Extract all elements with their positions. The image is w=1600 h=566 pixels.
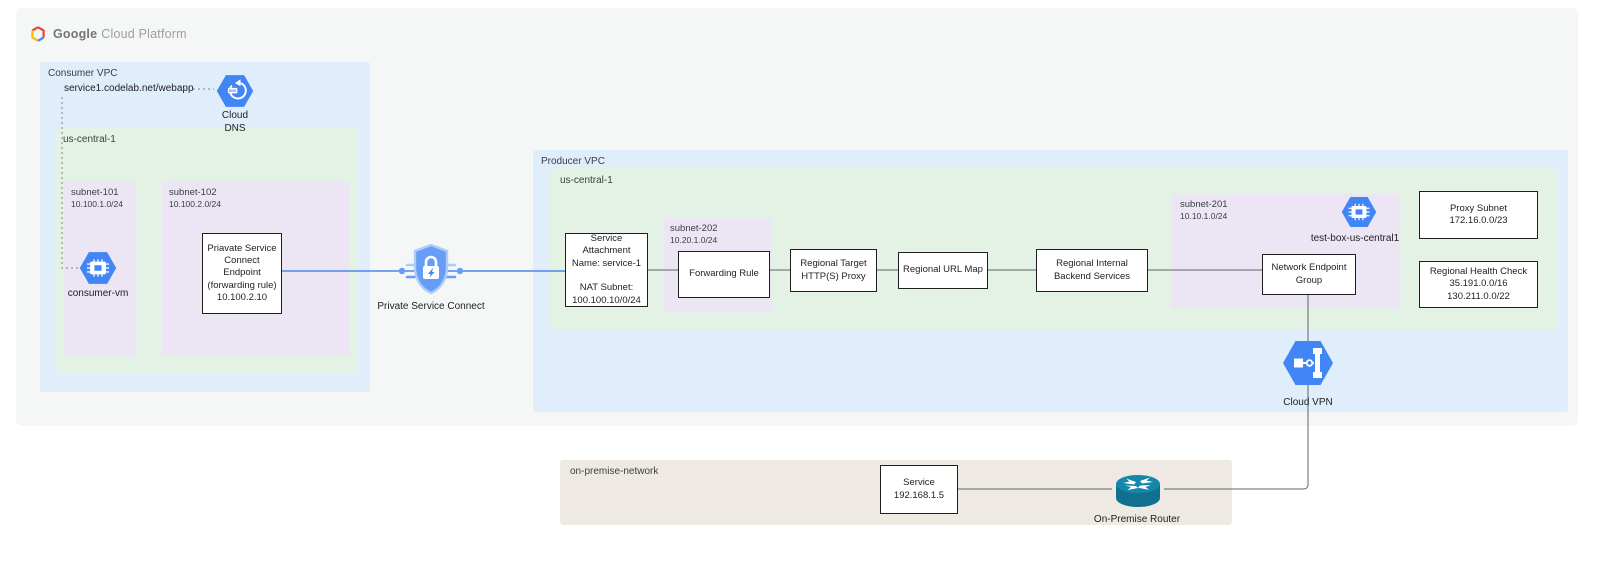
- producer-region-label: us-central-1: [560, 175, 613, 186]
- consumer-vm-label: consumer-vm: [67, 288, 129, 299]
- regional-internal-backend-services-box: Regional Internal Backend Services: [1036, 249, 1148, 292]
- private-service-connect-icon: [398, 243, 464, 295]
- logo-text-google: Google: [53, 27, 98, 41]
- consumer-region-label: us-central-1: [63, 134, 116, 145]
- dns-record-text: service1.codelab.net/webapp: [64, 83, 194, 94]
- logo-text-cloud-platform: Cloud Platform: [101, 27, 187, 41]
- subnet-202-label: subnet-202 10.20.1.0/24: [670, 223, 718, 246]
- consumer-vpc-label: Consumer VPC: [48, 68, 118, 79]
- on-premise-router-label: On-Premise Router: [1093, 514, 1181, 525]
- regional-url-map-box: Regional URL Map: [898, 252, 988, 289]
- cloud-dns-icon: DNS: [216, 75, 254, 107]
- subnet-102-label: subnet-102 10.100.2.0/24: [169, 187, 221, 210]
- regional-target-proxy-box: Regional Target HTTP(S) Proxy: [790, 249, 877, 292]
- onprem-service-box: Service 192.168.1.5: [880, 465, 958, 514]
- subnet-201-label: subnet-201 10.10.1.0/24: [1180, 199, 1228, 222]
- on-premise-network-label: on-premise-network: [570, 466, 659, 477]
- test-box-vm-icon: [1341, 197, 1377, 227]
- forwarding-rule-box: Forwarding Rule: [678, 251, 770, 298]
- service-attachment-box: Service Attachment Name: service-1 NAT S…: [565, 233, 648, 307]
- svg-text:DNS: DNS: [229, 89, 237, 93]
- proxy-subnet-box: Proxy Subnet 172.16.0.0/23: [1419, 191, 1538, 239]
- consumer-vm-icon: [79, 252, 117, 284]
- test-box-label: test-box-us-central1: [1310, 233, 1400, 244]
- network-endpoint-group-box: Network Endpoint Group: [1262, 254, 1356, 295]
- subnet-101-label: subnet-101 10.100.1.0/24: [71, 187, 123, 210]
- cloud-dns-label: Cloud DNS: [221, 110, 249, 134]
- cloud-vpn-label: Cloud VPN: [1283, 397, 1333, 408]
- gcp-hexagon-icon: [31, 26, 45, 42]
- regional-health-check-box: Regional Health Check 35.191.0.0/16 130.…: [1419, 261, 1538, 308]
- cloud-vpn-icon: [1283, 341, 1333, 385]
- producer-vpc-label: Producer VPC: [541, 156, 605, 167]
- private-service-connect-label: Private Service Connect: [377, 301, 485, 312]
- psc-endpoint-box: Priavate Service Connect Endpoint (forwa…: [202, 233, 282, 314]
- on-premise-router-icon: [1116, 475, 1160, 507]
